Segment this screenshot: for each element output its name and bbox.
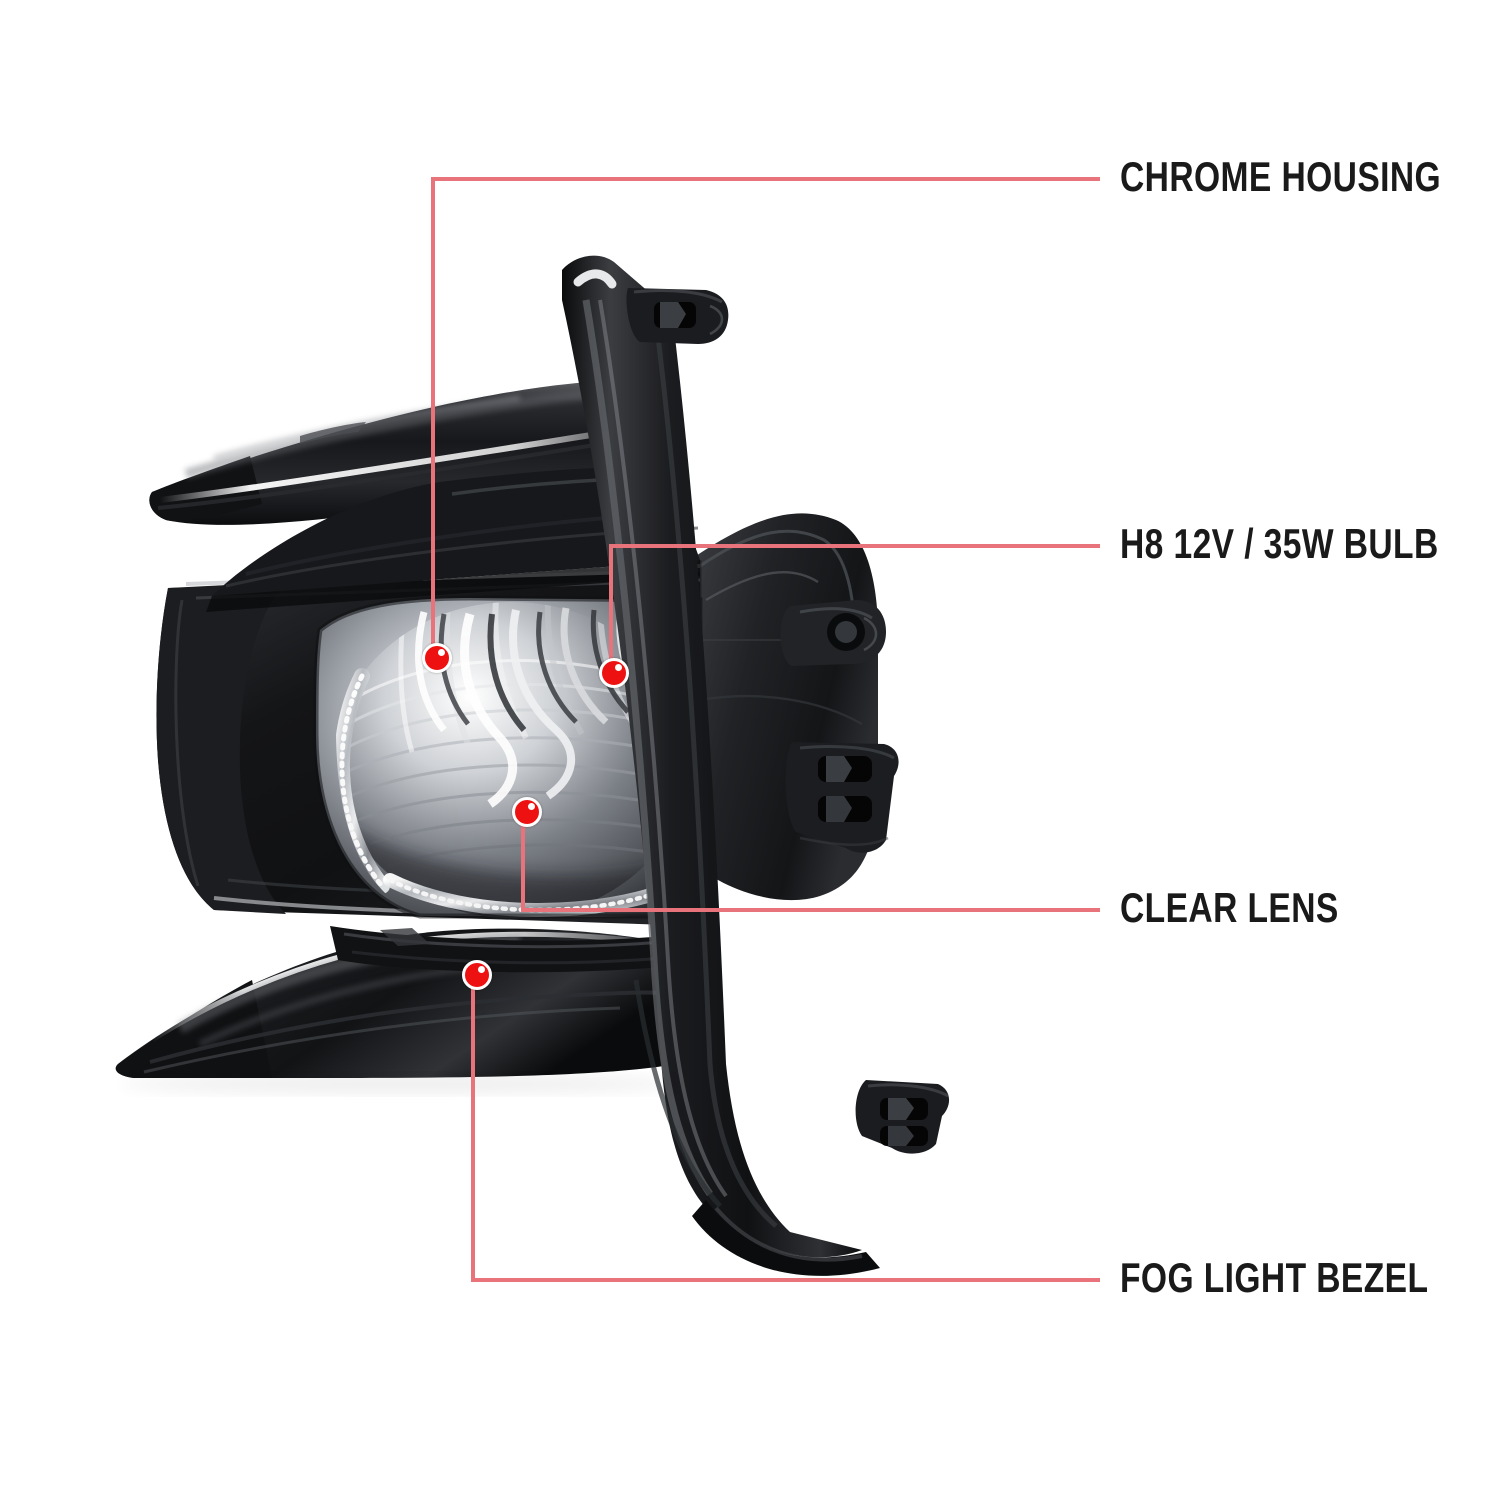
leader-vertical-clear-lens [521,812,525,908]
leader-vertical-fog-light-bezel [471,975,475,1278]
callout-dot-clear-lens[interactable] [512,797,542,827]
bezel-clip-top [626,288,729,344]
lens-bezel-surround [156,564,701,926]
callout-label-fog-light-bezel: FOG LIGHT BEZEL [1120,1254,1429,1301]
upper-trim-wing [149,381,683,525]
vertical-bezel-strip [562,255,880,1276]
mount-tab-upper [780,600,886,666]
callout-dot-chrome-housing[interactable] [422,643,452,673]
inner-shelf [206,466,700,612]
leader-horizontal-h8-bulb [609,544,1100,548]
mount-tab-lower [785,742,899,853]
leader-vertical-h8-bulb [609,544,613,673]
leader-horizontal-fog-light-bezel [471,1278,1100,1282]
callout-label-clear-lens: CLEAR LENS [1120,884,1339,931]
leader-vertical-chrome-housing [431,177,435,658]
clear-lens-assembly [313,595,703,919]
housing-back-body [690,513,879,901]
callout-dot-fog-light-bezel[interactable] [462,960,492,990]
callout-label-chrome-housing: CHROME HOUSING [1120,153,1442,200]
lower-trim-wedge [115,928,677,1078]
callout-label-h8-bulb: H8 12V / 35W BULB [1120,520,1439,567]
bezel-clip-bottom [855,1080,950,1154]
leader-horizontal-clear-lens [521,908,1100,912]
callout-dot-h8-bulb[interactable] [599,658,629,688]
lower-bracket-lip [330,926,672,973]
leader-horizontal-chrome-housing [431,177,1100,181]
